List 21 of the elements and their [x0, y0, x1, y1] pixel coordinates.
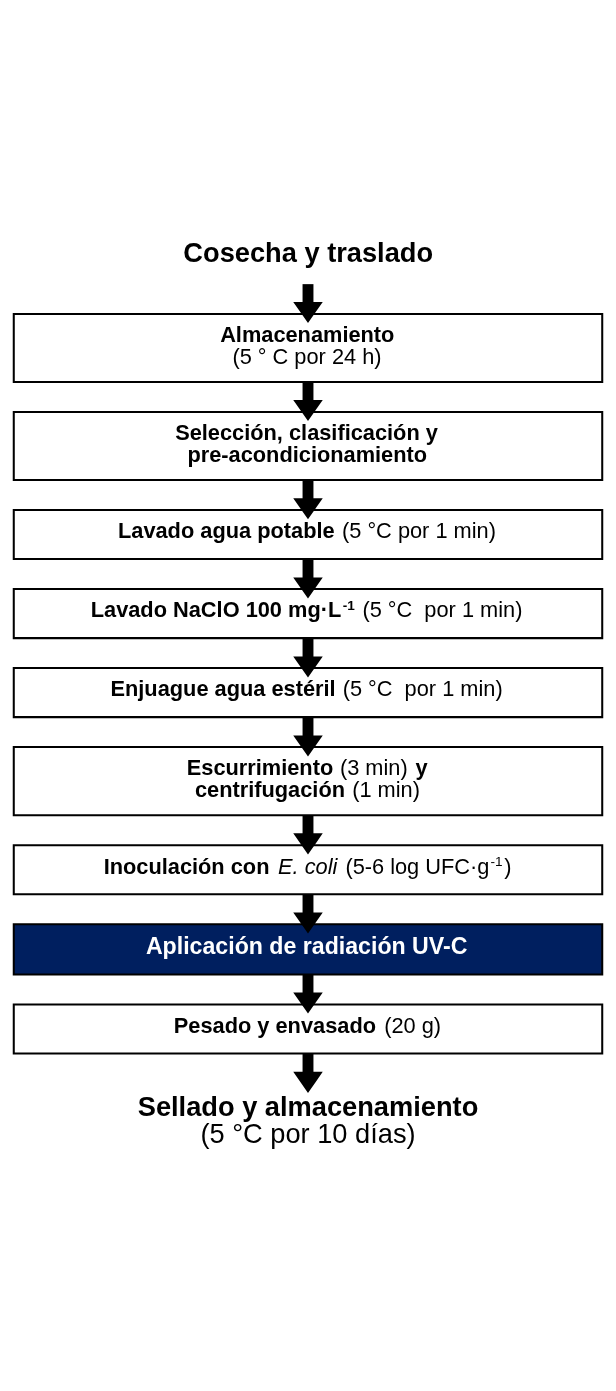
arrow: [293, 814, 323, 854]
arrow: [293, 1053, 323, 1093]
arrow: [293, 894, 323, 934]
arrow: [293, 637, 323, 678]
node-box: Escurrimiento (3 min) y centrifugación (1 min): [12, 745, 604, 816]
node-text: Sellado y almacenamiento (5 °C por 10 días): [137, 1090, 479, 1149]
node-text: Cosecha y traslado: [183, 236, 434, 268]
arrow: [293, 381, 323, 421]
node-box: Enjuague agua estéril (5 °C por 1 min): [12, 666, 604, 718]
arrow: [293, 479, 323, 519]
node-box: Almacenamiento (5 ° C por 24 h): [12, 312, 604, 383]
node-box: Lavado agua potable (5 °C por 1 min): [12, 508, 604, 560]
node-box: Pesado y envasado (20 g): [12, 1003, 604, 1055]
arrow: [293, 974, 323, 1014]
node-box: Lavado NaClO 100 mg·L$^{-1}$ (5 °C por 1 min): [12, 587, 604, 639]
node-box: Inoculación con E. coli (5-6 log UFC·g$^{-1}$): [12, 843, 604, 895]
arrow: [293, 558, 323, 599]
arrow: [293, 716, 323, 757]
node-box: Selección, clasificación y pre-acondicionamiento: [12, 410, 604, 481]
arrow: [293, 283, 323, 323]
node-box: Aplicación de radiación UV-C: [12, 922, 604, 976]
